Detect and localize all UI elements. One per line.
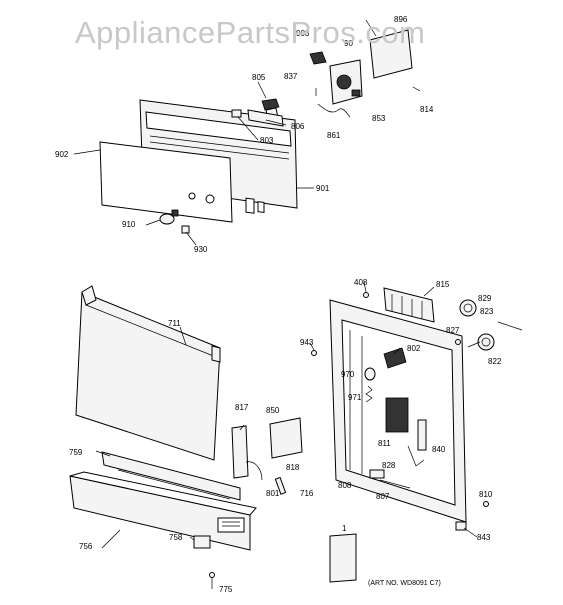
callout-1: 1 [342, 524, 347, 533]
callout-903: 903 [296, 29, 310, 38]
callout-971: 971 [348, 393, 362, 402]
harness-861 [317, 103, 351, 118]
callout-850: 850 [266, 406, 280, 415]
watermark: AppliancePartsPros.com [75, 15, 426, 50]
callout-758: 758 [169, 533, 183, 542]
switch-803 [231, 109, 242, 118]
callout-837: 837 [284, 72, 298, 81]
cap-822 [477, 333, 495, 351]
selector-knob-910 [159, 209, 179, 225]
callout-408: 408 [354, 278, 368, 287]
lever-823 [497, 321, 523, 331]
callout-802: 802 [407, 344, 421, 353]
callout-896: 896 [394, 15, 408, 24]
spring-971 [365, 385, 373, 403]
knob-903 [309, 51, 327, 65]
rinse-aid-cap-829 [459, 299, 477, 317]
actuator-802 [383, 347, 407, 369]
callout-901: 901 [316, 184, 330, 193]
callout-labels: 896 903 90 837 805 814 853 806 803 861 9… [55, 15, 502, 594]
callout-807: 807 [376, 492, 390, 501]
screw-814 [412, 86, 421, 92]
bracket-817 [231, 425, 249, 479]
callout-822: 822 [488, 357, 502, 366]
vent-815 [383, 287, 435, 323]
callout-943: 943 [300, 338, 314, 347]
callout-775: 775 [219, 585, 233, 594]
vent-850 [269, 417, 303, 459]
callout-803: 803 [260, 136, 274, 145]
callout-827: 827 [446, 326, 460, 335]
latch-970 [364, 367, 376, 381]
callout-808: 808 [338, 481, 352, 490]
callout-756: 756 [79, 542, 93, 551]
callout-970: 970 [341, 370, 355, 379]
cover-896 [369, 29, 413, 79]
callout-818: 818 [286, 463, 300, 472]
callout-861: 861 [327, 131, 341, 140]
screw-827 [455, 339, 461, 345]
lever-828 [407, 445, 425, 467]
callout-811: 811 [378, 439, 391, 448]
push-button-930 [181, 225, 190, 234]
callout-910: 910 [122, 220, 136, 229]
callout-829: 829 [478, 294, 492, 303]
screw-775 [209, 572, 215, 578]
timer-853 [329, 59, 363, 105]
foot-758 [193, 535, 211, 549]
callout-843: 843 [477, 533, 491, 542]
callout-711: 711 [168, 319, 181, 328]
callout-828: 828 [382, 461, 396, 470]
callout-90: 90 [344, 39, 353, 48]
callout-840: 840 [432, 445, 446, 454]
callout-902: 902 [55, 150, 69, 159]
callout-759: 759 [69, 448, 83, 457]
callout-810: 810 [479, 490, 493, 499]
screw-810 [483, 501, 489, 507]
hinge-808 [369, 469, 385, 479]
callout-817: 817 [235, 403, 249, 412]
clip-716 [274, 476, 287, 495]
door-trim-759 [101, 451, 241, 501]
callout-815: 815 [436, 280, 450, 289]
kick-panel-756 [69, 471, 257, 551]
hinge-843 [455, 521, 467, 531]
control-panel-overlay-902 [99, 141, 233, 223]
screw-408 [363, 292, 369, 298]
leader-lines [73, 19, 481, 589]
detergent-dispenser-811 [385, 397, 409, 433]
callout-806: 806 [291, 122, 305, 131]
outer-door-panel-711 [75, 285, 221, 461]
callout-805: 805 [252, 73, 266, 82]
lever-840 [417, 419, 427, 451]
callout-801: 801 [266, 489, 280, 498]
strip-807 [379, 479, 411, 489]
callout-823: 823 [480, 307, 494, 316]
callout-853: 853 [372, 114, 386, 123]
literature-packet-1 [329, 533, 357, 583]
link-801 [245, 461, 263, 481]
callout-716: 716 [300, 489, 314, 498]
screw-943 [311, 350, 317, 356]
callout-814: 814 [420, 105, 434, 114]
art-number: (ART NO. WD8091 C7) [368, 580, 441, 587]
callout-930: 930 [194, 245, 208, 254]
